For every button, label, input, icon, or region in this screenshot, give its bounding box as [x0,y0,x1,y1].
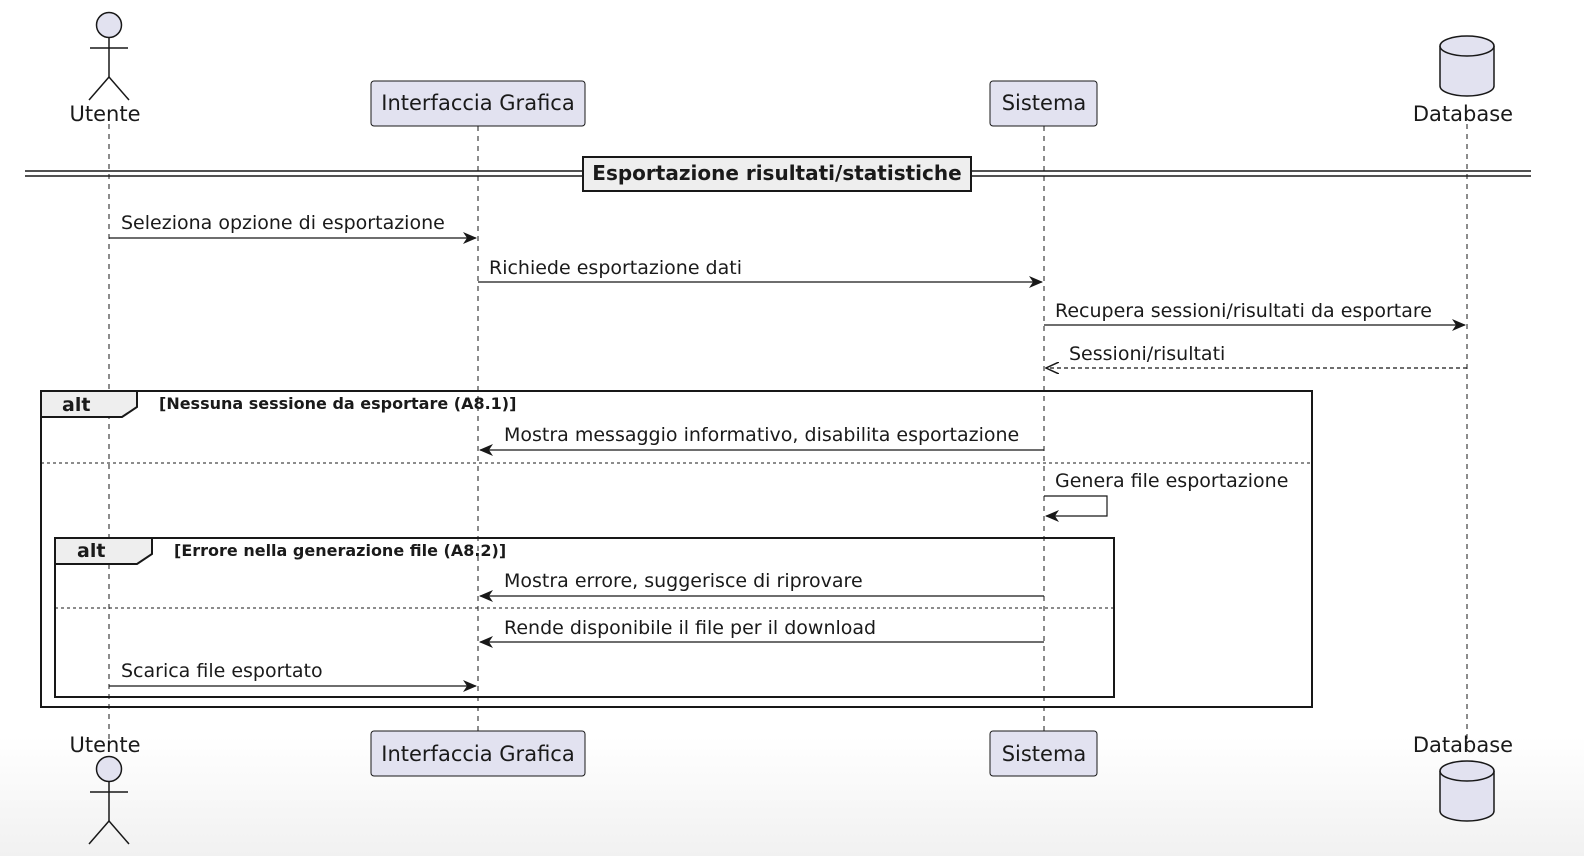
message-label: Seleziona opzione di esportazione [121,212,445,234]
database-icon [1439,771,1495,822]
message-recupera-sessioni: Recupera sessioni/risultati da esportare [1044,300,1466,331]
message-label: Mostra errore, suggerisce di riprovare [504,570,863,592]
participant-sistema-bottom: Sistema [989,730,1098,777]
alt-guard-label: [Nessuna sessione da esportare (A8.1)] [159,394,516,413]
message-label: Genera file esportazione [1055,470,1288,492]
actor-head-icon [95,755,123,783]
participant-label: Sistema [1002,91,1087,115]
message-label: Recupera sessioni/risultati da esportare [1055,300,1432,322]
alt-guard-label: [Errore nella generazione file (A8.2)] [174,541,506,560]
database-top: Database [1413,35,1513,126]
section-divider-label: Esportazione risultati/statistiche [592,161,961,185]
message-mostra-errore: Mostra errore, suggerisce di riprovare [479,570,1044,602]
alt-keyword: alt [77,540,105,562]
section-divider: Esportazione risultati/statistiche [25,156,1531,192]
message-label: Rende disponibile il file per il downloa… [504,617,876,639]
message-seleziona-opzione: Seleziona opzione di esportazione [109,212,477,244]
actor-label-top: Utente [70,102,141,126]
participant-interfaccia-grafica-bottom: Interfaccia Grafica [370,730,586,777]
database-label-bottom: Database [1413,733,1513,757]
participant-interfaccia-grafica-top: Interfaccia Grafica [370,80,586,127]
database-icon [1439,46,1495,97]
message-richiede-esportazione: Richiede esportazione dati [478,257,1043,288]
database-bottom: Database [1413,733,1513,822]
message-label: Richiede esportazione dati [489,257,742,279]
message-label: Sessioni/risultati [1069,343,1225,365]
alt-fragment-inner: alt [Errore nella generazione file (A8.2… [54,537,1115,698]
alt-fragment-outer: alt [Nessuna sessione da esportare (A8.1… [40,390,1313,708]
message-sessioni-risultati-return: Sessioni/risultati [1046,343,1467,368]
actor-head-icon [95,11,123,39]
actor-utente-bottom: Utente [70,733,141,845]
actor-utente-top: Utente [70,11,141,126]
message-genera-file-self: Genera file esportazione [1044,470,1288,522]
message-label: Mostra messaggio informativo, disabilita… [504,424,1019,446]
participant-sistema-top: Sistema [989,80,1098,127]
message-scarica-file: Scarica file esportato [109,660,477,692]
participant-label: Sistema [1002,742,1087,766]
message-mostra-messaggio-informativo: Mostra messaggio informativo, disabilita… [479,424,1044,456]
participant-label: Interfaccia Grafica [381,91,574,115]
database-label-top: Database [1413,102,1513,126]
alt-keyword: alt [62,394,90,416]
actor-label-bottom: Utente [70,733,141,757]
participant-label: Interfaccia Grafica [381,742,574,766]
message-label: Scarica file esportato [121,660,323,682]
message-rende-disponibile: Rende disponibile il file per il downloa… [479,617,1044,648]
